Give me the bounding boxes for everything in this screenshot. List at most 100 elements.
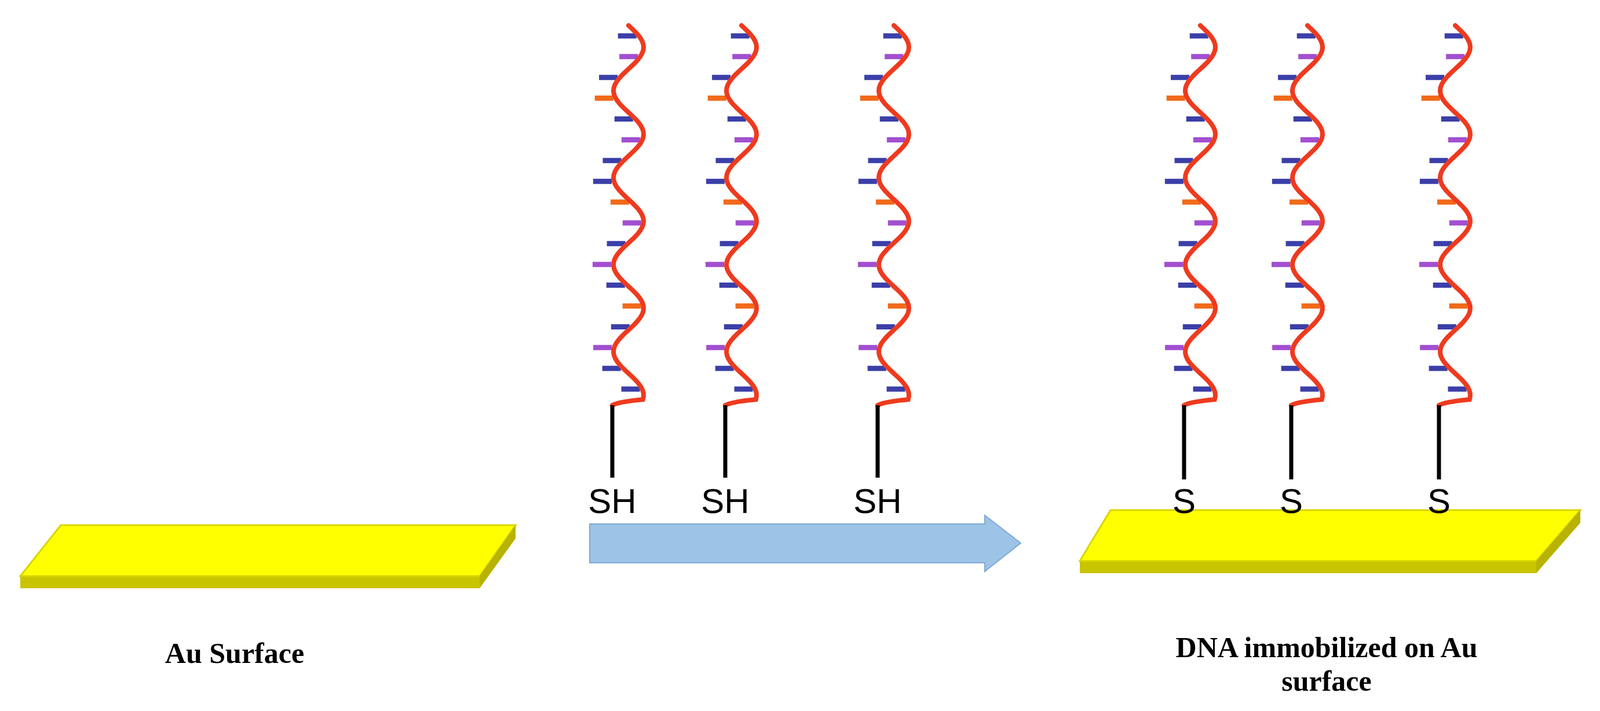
base-rung (593, 179, 612, 185)
base-rung (622, 220, 642, 226)
base-rung (711, 74, 731, 80)
base-rung (619, 53, 638, 60)
thiol-label: SH (853, 484, 902, 520)
base-rung (1419, 179, 1439, 185)
base-rung (886, 137, 906, 143)
base-rung (1194, 303, 1214, 309)
base-rung (705, 261, 725, 268)
base-rung (1449, 220, 1468, 226)
base-rung (592, 261, 612, 268)
base-rung (858, 345, 878, 351)
base-rung (1449, 303, 1468, 309)
base-rung (1170, 74, 1190, 80)
base-rung (621, 386, 641, 393)
base-rung (1271, 261, 1291, 268)
sulfur-label: S (1279, 484, 1303, 520)
sulfur-label: S (1172, 484, 1196, 520)
linker (723, 405, 728, 478)
base-rung (1298, 53, 1317, 60)
sulfur-label: S (1427, 484, 1451, 520)
linker (1289, 405, 1294, 480)
gold-slab-edge (1079, 561, 1537, 574)
base-rung (1193, 137, 1212, 143)
linker (610, 405, 615, 478)
base-rung (1272, 179, 1291, 185)
dna-backbone (1438, 25, 1471, 406)
base-rung (1281, 158, 1301, 164)
gold-slab-side (1536, 510, 1581, 574)
base-rung (1419, 261, 1438, 268)
base-rung (858, 179, 878, 185)
base-rung (735, 220, 755, 226)
base-rung (868, 158, 887, 164)
base-rung (1164, 261, 1183, 268)
dna-strands (592, 25, 1471, 480)
base-rung (888, 303, 907, 309)
linker (1182, 405, 1187, 480)
process-arrow (589, 515, 1021, 572)
base-rung (594, 95, 614, 101)
base-rung (734, 137, 754, 143)
base-rung (618, 33, 637, 39)
base-rung (731, 33, 750, 39)
base-rung (1301, 303, 1321, 309)
base-rung (888, 220, 907, 226)
base-rung (1174, 366, 1193, 372)
base-rung (715, 366, 734, 372)
base-rung (867, 366, 887, 372)
base-rung (1445, 53, 1465, 60)
base-rung (1164, 345, 1184, 351)
base-rung (603, 158, 622, 164)
base-rung (1300, 137, 1320, 143)
linker (1437, 405, 1442, 480)
base-rung (857, 261, 877, 268)
base-rung (1272, 345, 1291, 351)
base-rung (1425, 74, 1445, 80)
base-rung (734, 386, 754, 393)
base-rung (593, 345, 612, 351)
base-rung (622, 303, 642, 309)
base-rung (1193, 386, 1212, 393)
base-rung (707, 95, 727, 101)
base-rung (886, 386, 906, 393)
base-rung (864, 74, 883, 80)
gold-slab (20, 525, 516, 577)
surface-label: Au Surface (165, 637, 305, 671)
base-rung (1277, 74, 1297, 80)
gold-slab-edge (20, 576, 480, 589)
base-rung (1174, 158, 1194, 164)
base-rung (1194, 220, 1214, 226)
gold-slab-side (479, 525, 516, 589)
result-caption: DNA immobilized on Au surface (1164, 631, 1489, 699)
thiol-label: SH (587, 484, 637, 520)
base-rung (1444, 33, 1464, 39)
base-rung (884, 53, 904, 60)
base-rung (1421, 95, 1441, 101)
base-rung (1300, 386, 1320, 393)
base-rung (1419, 345, 1439, 351)
dna-backbone (1184, 25, 1216, 406)
base-rung (1191, 53, 1210, 60)
base-rung (706, 179, 725, 185)
base-rung (621, 137, 641, 143)
dna-backbone (1291, 25, 1323, 406)
base-rung (1429, 366, 1448, 372)
base-rung (598, 74, 618, 80)
thiol-label: SH (700, 484, 750, 520)
base-rung (1189, 33, 1209, 39)
base-rung (1448, 386, 1467, 393)
dna-backbone (725, 25, 757, 406)
base-rung (716, 158, 735, 164)
base-rung (1297, 33, 1316, 39)
base-rung (1164, 179, 1184, 185)
gold-slab (1079, 510, 1581, 562)
base-rung (735, 303, 755, 309)
base-rung (602, 366, 621, 372)
dna-backbone (877, 25, 909, 406)
base-rung (706, 345, 725, 351)
base-rung (1429, 158, 1449, 164)
base-rung (1166, 95, 1186, 101)
base-rung (883, 33, 902, 39)
